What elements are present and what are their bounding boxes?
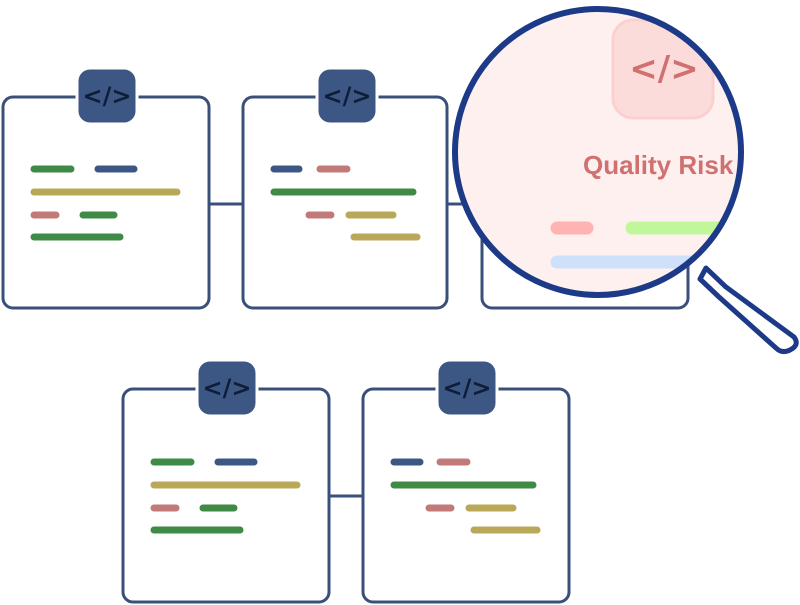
code-brackets-icon: </> bbox=[203, 374, 252, 402]
code-badge-1 bbox=[75, 66, 139, 126]
code-card-1: </> bbox=[1, 66, 211, 310]
magnifier-handle bbox=[697, 265, 799, 355]
code-badge-2 bbox=[315, 66, 379, 126]
code-badge-4 bbox=[195, 358, 259, 418]
code-card-4: </> bbox=[121, 358, 331, 604]
code-brackets-icon: </> bbox=[323, 82, 372, 110]
code-brackets-icon: </> bbox=[629, 49, 698, 89]
code-card-2: </> bbox=[241, 66, 449, 310]
code-card-5: </> bbox=[361, 358, 571, 604]
quality-risk-label: Quality Risk bbox=[583, 150, 734, 180]
magnifier-rim bbox=[452, 6, 744, 298]
magnifying-glass-icon: </> Quality Risk bbox=[452, 6, 799, 355]
code-brackets-icon: </> bbox=[443, 374, 492, 402]
code-badge-5 bbox=[435, 358, 499, 418]
code-brackets-icon: </> bbox=[83, 82, 132, 110]
